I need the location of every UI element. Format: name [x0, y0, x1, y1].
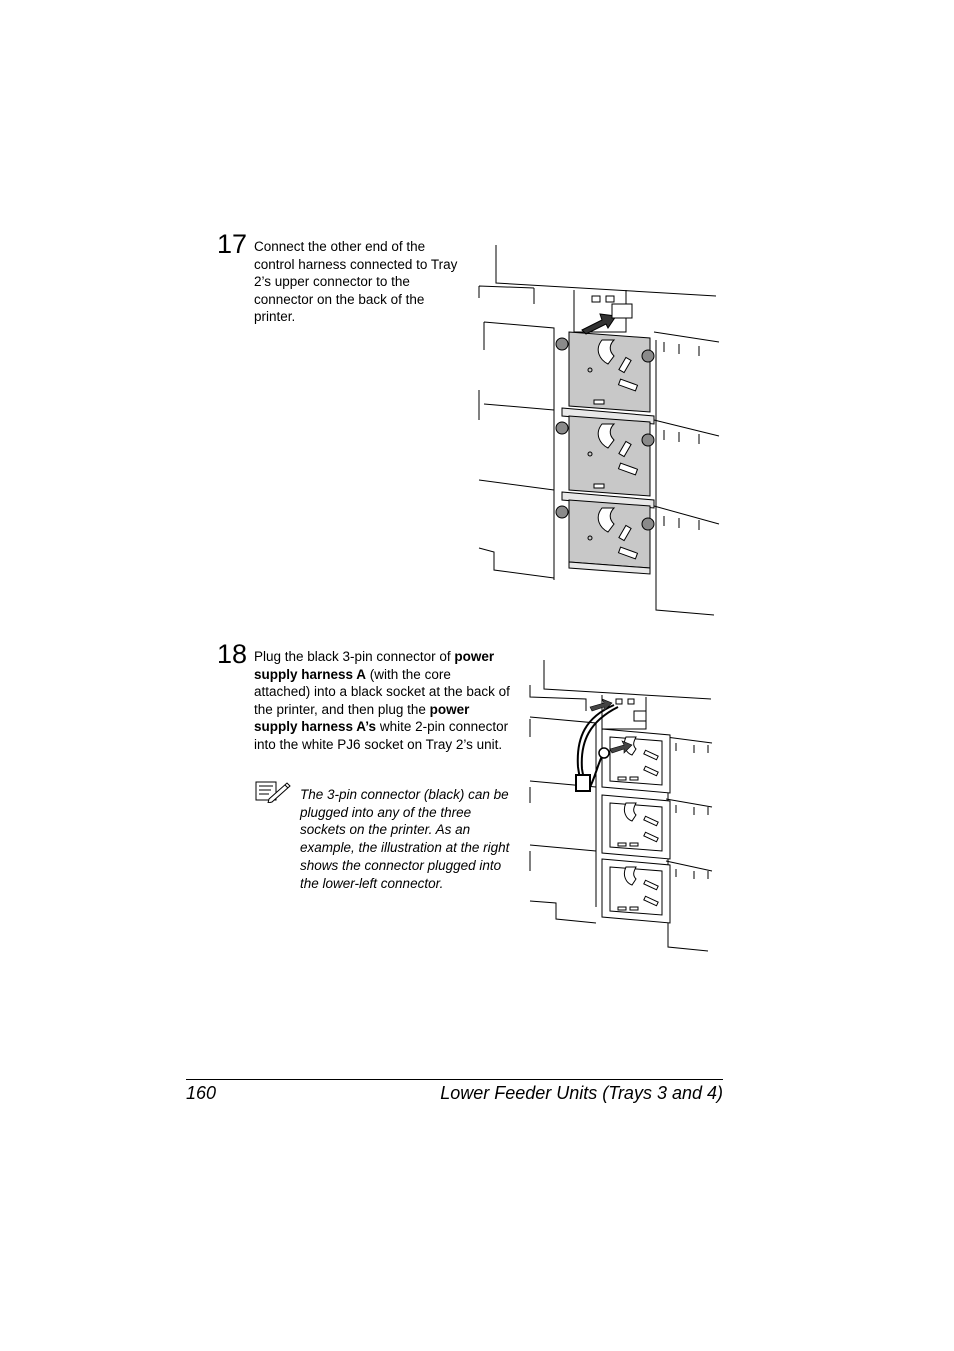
step-18-number: 18 — [217, 639, 248, 669]
step-18-instruction: Plug the black 3-pin connector of power … — [254, 648, 510, 754]
figure-control-harness-connection — [478, 245, 720, 616]
figure-power-harness-connection — [529, 660, 713, 952]
footer-rule — [186, 1079, 723, 1080]
step-18-text-segment: Plug the black 3-pin connector of — [254, 649, 455, 664]
note-pencil-icon — [255, 781, 291, 803]
step-17-text-segment: Connect the other end of the control har… — [254, 239, 458, 325]
step-17-instruction: Connect the other end of the control har… — [254, 238, 464, 326]
step-18-text-segment: white 2-pin connector into the white PJ6… — [254, 719, 509, 752]
step-17-number: 17 — [217, 229, 248, 259]
step-18-text-segment: (with the core attached) into a black so… — [254, 666, 510, 717]
footer-section-title: Lower Feeder Units (Trays 3 and 4) — [440, 1083, 723, 1103]
step-18-text-segment: power supply harness A’s — [254, 701, 470, 735]
footer-page-number: 160 — [186, 1083, 217, 1103]
note-text: The 3-pin connector (black) can be plugg… — [300, 787, 510, 891]
step-18-text-segment: power supply harness A — [254, 649, 495, 682]
